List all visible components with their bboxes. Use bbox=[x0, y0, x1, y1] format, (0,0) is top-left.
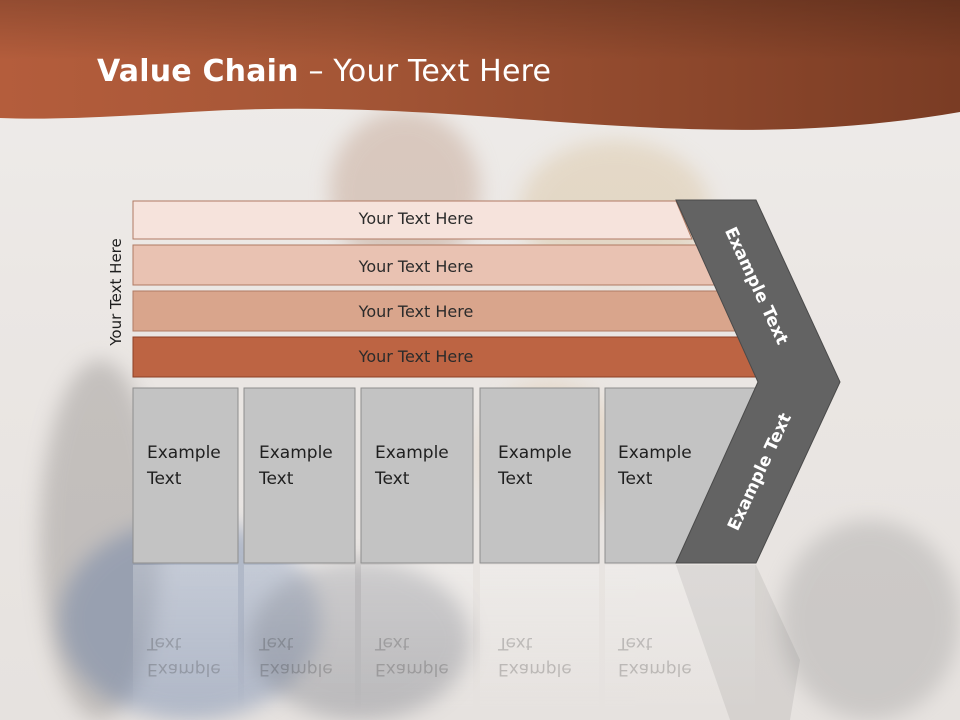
column-2-label: Example Text bbox=[259, 440, 333, 492]
column-3-reflection-line1: Example bbox=[375, 659, 449, 679]
chevron-arrow-reflection bbox=[676, 565, 800, 720]
column-2-reflection: Example Text bbox=[259, 630, 333, 682]
column-1-line1: Example bbox=[147, 443, 221, 463]
column-1-label: Example Text bbox=[147, 440, 221, 492]
column-3-reflection-line2: Text bbox=[375, 633, 410, 653]
column-3-reflection: Example Text bbox=[375, 630, 449, 682]
column-1 bbox=[132, 387, 239, 564]
bar-1-label: Your Text Here bbox=[358, 209, 474, 228]
column-3 bbox=[360, 387, 474, 564]
column-1-reflection-line2: Text bbox=[147, 633, 182, 653]
column-3-label: Example Text bbox=[375, 440, 449, 492]
column-2-reflection-line1: Example bbox=[259, 659, 333, 679]
column-2-reflection-line2: Text bbox=[259, 633, 294, 653]
title-rest: – Your Text Here bbox=[298, 54, 552, 89]
column-5-label: Example Text bbox=[618, 440, 692, 492]
column-5-line1: Example bbox=[618, 443, 692, 463]
column-4-reflection-line2: Text bbox=[498, 633, 533, 653]
column-5-reflection: Example Text bbox=[618, 630, 692, 682]
column-2-line2: Text bbox=[259, 469, 294, 489]
header-band bbox=[0, 0, 960, 130]
column-5-reflection-line1: Example bbox=[618, 659, 692, 679]
column-4-line2: Text bbox=[498, 469, 533, 489]
bar-1 bbox=[132, 200, 693, 240]
column-5-line2: Text bbox=[618, 469, 653, 489]
column-2 bbox=[243, 387, 356, 564]
column-3-line2: Text bbox=[375, 469, 410, 489]
slide-title: Value Chain – Your Text Here bbox=[97, 54, 551, 89]
column-4-reflection-line1: Example bbox=[498, 659, 572, 679]
columns-reflection bbox=[133, 565, 755, 715]
column-4 bbox=[479, 387, 600, 564]
column-3-line1: Example bbox=[375, 443, 449, 463]
bar-4-label: Your Text Here bbox=[358, 347, 474, 366]
column-4-reflection: Example Text bbox=[498, 630, 572, 682]
column-4-line1: Example bbox=[498, 443, 572, 463]
column-1-reflection: Example Text bbox=[147, 630, 221, 682]
bar-2-label: Your Text Here bbox=[358, 257, 474, 276]
column-5-reflection-line2: Text bbox=[618, 633, 653, 653]
column-2-line1: Example bbox=[259, 443, 333, 463]
title-bold: Value Chain bbox=[97, 54, 299, 89]
bar-3-label: Your Text Here bbox=[358, 302, 474, 321]
chevron-arrow bbox=[675, 199, 841, 564]
column-1-reflection-line1: Example bbox=[147, 659, 221, 679]
column-1-line2: Text bbox=[147, 469, 182, 489]
column-4-label: Example Text bbox=[498, 440, 572, 492]
